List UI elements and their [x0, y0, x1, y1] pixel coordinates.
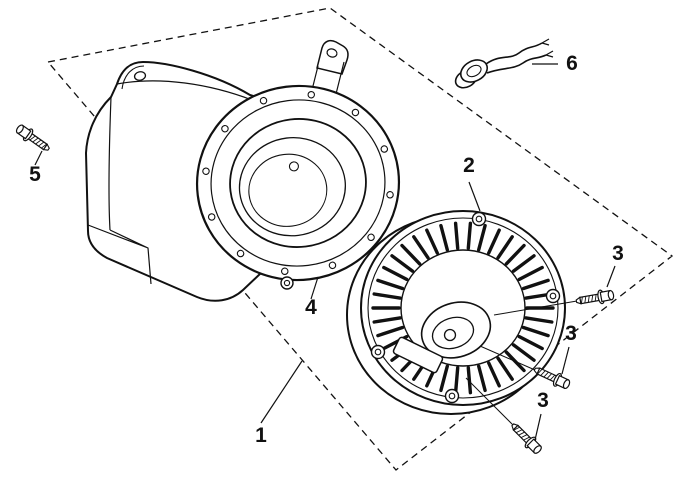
fan-cover — [84, 39, 401, 302]
fan-cover-flange — [195, 84, 401, 282]
starter-handle-bracket — [392, 336, 444, 374]
cover-screw — [13, 121, 54, 156]
leader-lines — [34, 63, 616, 441]
flange-bolt-holes — [202, 90, 394, 276]
callout-1: 1 — [255, 424, 267, 447]
bottom-mounting-ear — [280, 276, 294, 290]
callout-5: 5 — [29, 163, 41, 186]
callout-2: 2 — [463, 154, 475, 177]
starter-mounting-ears — [370, 211, 561, 404]
recoil-starter — [346, 210, 566, 415]
callout-3a: 3 — [612, 242, 624, 265]
bolt-axis-lines — [465, 300, 578, 426]
stop-switch-wire — [454, 38, 554, 89]
tab-bolt-hole — [133, 71, 147, 81]
assembly-boundary — [46, 7, 674, 471]
callout-6: 6 — [566, 52, 578, 75]
flange-bolt — [574, 287, 616, 309]
callout-3c: 3 — [537, 389, 549, 412]
vent-slats — [371, 221, 555, 395]
callout-4: 4 — [305, 296, 317, 319]
callout-3b: 3 — [565, 322, 577, 345]
rope-pulley — [420, 301, 492, 359]
